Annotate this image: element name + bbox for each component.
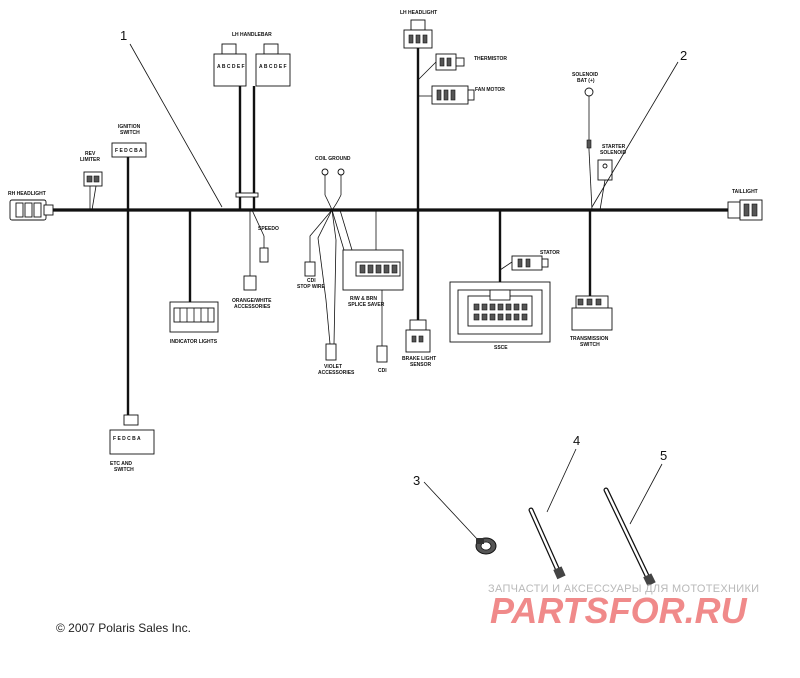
ssce-label: SSCE bbox=[494, 345, 508, 351]
ignition-switch-label-1: IGNITION bbox=[118, 124, 141, 130]
fan-motor-label: FAN MOTOR bbox=[475, 87, 505, 93]
transmission-switch-connector bbox=[571, 295, 613, 331]
violet-label-1: VIOLET bbox=[324, 364, 342, 370]
solenoid-bat-label: SOLENOID BAT (+) bbox=[572, 72, 600, 84]
part-4-cable-tie bbox=[528, 507, 566, 580]
handlebar-pins-b: A B C D E F bbox=[259, 64, 287, 70]
orange-white-label-2: ACCESSORIES bbox=[234, 304, 271, 310]
rev-limiter-label-2: LIMITER bbox=[80, 157, 100, 163]
rev-limiter-label: REV LIMITER bbox=[80, 151, 100, 163]
brake-light-sensor-connector bbox=[405, 319, 431, 353]
ignition-pins: F E D C B A bbox=[115, 148, 143, 154]
callout-3: 3 bbox=[413, 473, 420, 488]
cdi-stop-wire-label: CDI STOP WIRE bbox=[297, 278, 326, 290]
rh-headlight-connector bbox=[9, 199, 54, 221]
violet-label-2: ACCESSORIES bbox=[318, 370, 355, 376]
watermark-logo: PARTSFOR.RU bbox=[490, 590, 748, 631]
watermark-tagline: ЗАПЧАСТИ И АКСЕССУАРЫ ДЛЯ МОТОТЕХНИКИ bbox=[488, 583, 759, 595]
callout-3-leader bbox=[423, 481, 479, 541]
cdi-stop-wire-connector bbox=[304, 261, 316, 277]
lh-handlebar-connector-a: A B C D E F bbox=[213, 43, 247, 87]
callout-5-leader bbox=[629, 463, 663, 525]
etc-switch-connector: F E D C B A bbox=[109, 414, 155, 455]
solenoid-bat-label-1: SOLENOID bbox=[572, 72, 599, 78]
coil-ground-label: COIL GROUND bbox=[315, 156, 351, 162]
starter-solenoid-label-1: STARTER bbox=[602, 144, 626, 150]
callout-1-leader bbox=[129, 43, 223, 208]
stator-connector bbox=[499, 255, 549, 271]
etc-switch-label: ETC AND SWITCH bbox=[110, 461, 134, 473]
violet-accessories-label: VIOLET ACCESSORIES bbox=[318, 364, 355, 376]
cdi-label: CDI bbox=[378, 368, 387, 374]
splice-saver-label-1: R/W & BRN bbox=[350, 296, 377, 302]
cdi-stop-label-2: STOP WIRE bbox=[297, 284, 326, 290]
callout-4-leader bbox=[546, 448, 577, 513]
part-5-cable-tie bbox=[603, 487, 656, 587]
orange-white-label-1: ORANGE/WHITE bbox=[232, 298, 272, 304]
callout-1: 1 bbox=[120, 28, 127, 43]
fan-motor-connector bbox=[418, 85, 475, 105]
etc-pins: F E D C B A bbox=[113, 436, 141, 442]
stator-label: STATOR bbox=[540, 250, 560, 256]
etc-switch-label-1: ETC AND bbox=[110, 461, 132, 467]
thermistor-label: THERMISTOR bbox=[474, 56, 507, 62]
splice-saver-block bbox=[342, 249, 404, 291]
splice-saver-label-2: SPLICE SAVER bbox=[348, 302, 385, 308]
starter-solenoid-connector bbox=[597, 159, 613, 211]
handlebar-pins-a: A B C D E F bbox=[217, 64, 245, 70]
callout-2-leader bbox=[591, 61, 679, 208]
part-3-plug bbox=[475, 537, 497, 555]
rev-limiter-connector bbox=[83, 171, 103, 211]
center-wire-fan bbox=[309, 209, 383, 346]
ignition-switch-label-2: SWITCH bbox=[120, 130, 140, 136]
starter-solenoid-label: STARTER SOLENOID bbox=[600, 144, 627, 156]
coil-ground-terminals bbox=[321, 168, 345, 211]
indicator-lights-label: INDICATOR LIGHTS bbox=[170, 339, 218, 345]
brake-light-sensor-label: BRAKE LIGHT SENSOR bbox=[402, 356, 438, 368]
orange-white-accessories-branch bbox=[243, 209, 269, 291]
copyright-text: © 2007 Polaris Sales Inc. bbox=[56, 621, 191, 635]
splice-saver-label: R/W & BRN SPLICE SAVER bbox=[348, 296, 385, 308]
ignition-switch-connector: F E D C B A bbox=[111, 142, 147, 158]
ignition-switch-label: IGNITION SWITCH bbox=[118, 124, 142, 136]
taillight-label: TAILLIGHT bbox=[732, 189, 758, 195]
ssce-module bbox=[449, 281, 551, 343]
callout-4: 4 bbox=[573, 433, 580, 448]
callout-2: 2 bbox=[680, 48, 687, 63]
solenoid-bat-label-2: BAT (+) bbox=[577, 78, 595, 84]
violet-accessories-connector bbox=[325, 343, 337, 361]
rh-headlight-label: RH HEADLIGHT bbox=[8, 191, 46, 197]
lh-handlebar-connector-b: A B C D E F bbox=[255, 43, 291, 87]
orange-white-label: ORANGE/WHITE ACCESSORIES bbox=[232, 298, 273, 310]
lh-headlight-label: LH HEADLIGHT bbox=[400, 10, 437, 16]
rev-limiter-label-1: REV bbox=[85, 151, 96, 157]
cdi-stop-label-1: CDI bbox=[307, 278, 316, 284]
lh-handlebar-label: LH HANDLEBAR bbox=[232, 32, 272, 38]
taillight-connector bbox=[727, 199, 763, 221]
starter-solenoid-label-2: SOLENOID bbox=[600, 150, 627, 156]
callout-5: 5 bbox=[660, 448, 667, 463]
brake-label-2: SENSOR bbox=[410, 362, 432, 368]
transmission-label-1: TRANSMISSION bbox=[570, 336, 609, 342]
transmission-switch-label: TRANSMISSION SWITCH bbox=[570, 336, 610, 348]
brake-label-1: BRAKE LIGHT bbox=[402, 356, 436, 362]
solenoid-wire bbox=[588, 149, 593, 211]
handlebar-clamp bbox=[235, 192, 259, 198]
lh-headlight-connector bbox=[403, 19, 433, 49]
indicator-lights-connector bbox=[169, 301, 219, 333]
transmission-label-2: SWITCH bbox=[580, 342, 600, 348]
thermistor-connector bbox=[417, 53, 465, 81]
speedo-label: SPEEDO bbox=[258, 226, 279, 232]
cdi-connector bbox=[376, 345, 388, 363]
etc-switch-label-2: SWITCH bbox=[114, 467, 134, 473]
solenoid-bat-terminal bbox=[584, 87, 594, 150]
